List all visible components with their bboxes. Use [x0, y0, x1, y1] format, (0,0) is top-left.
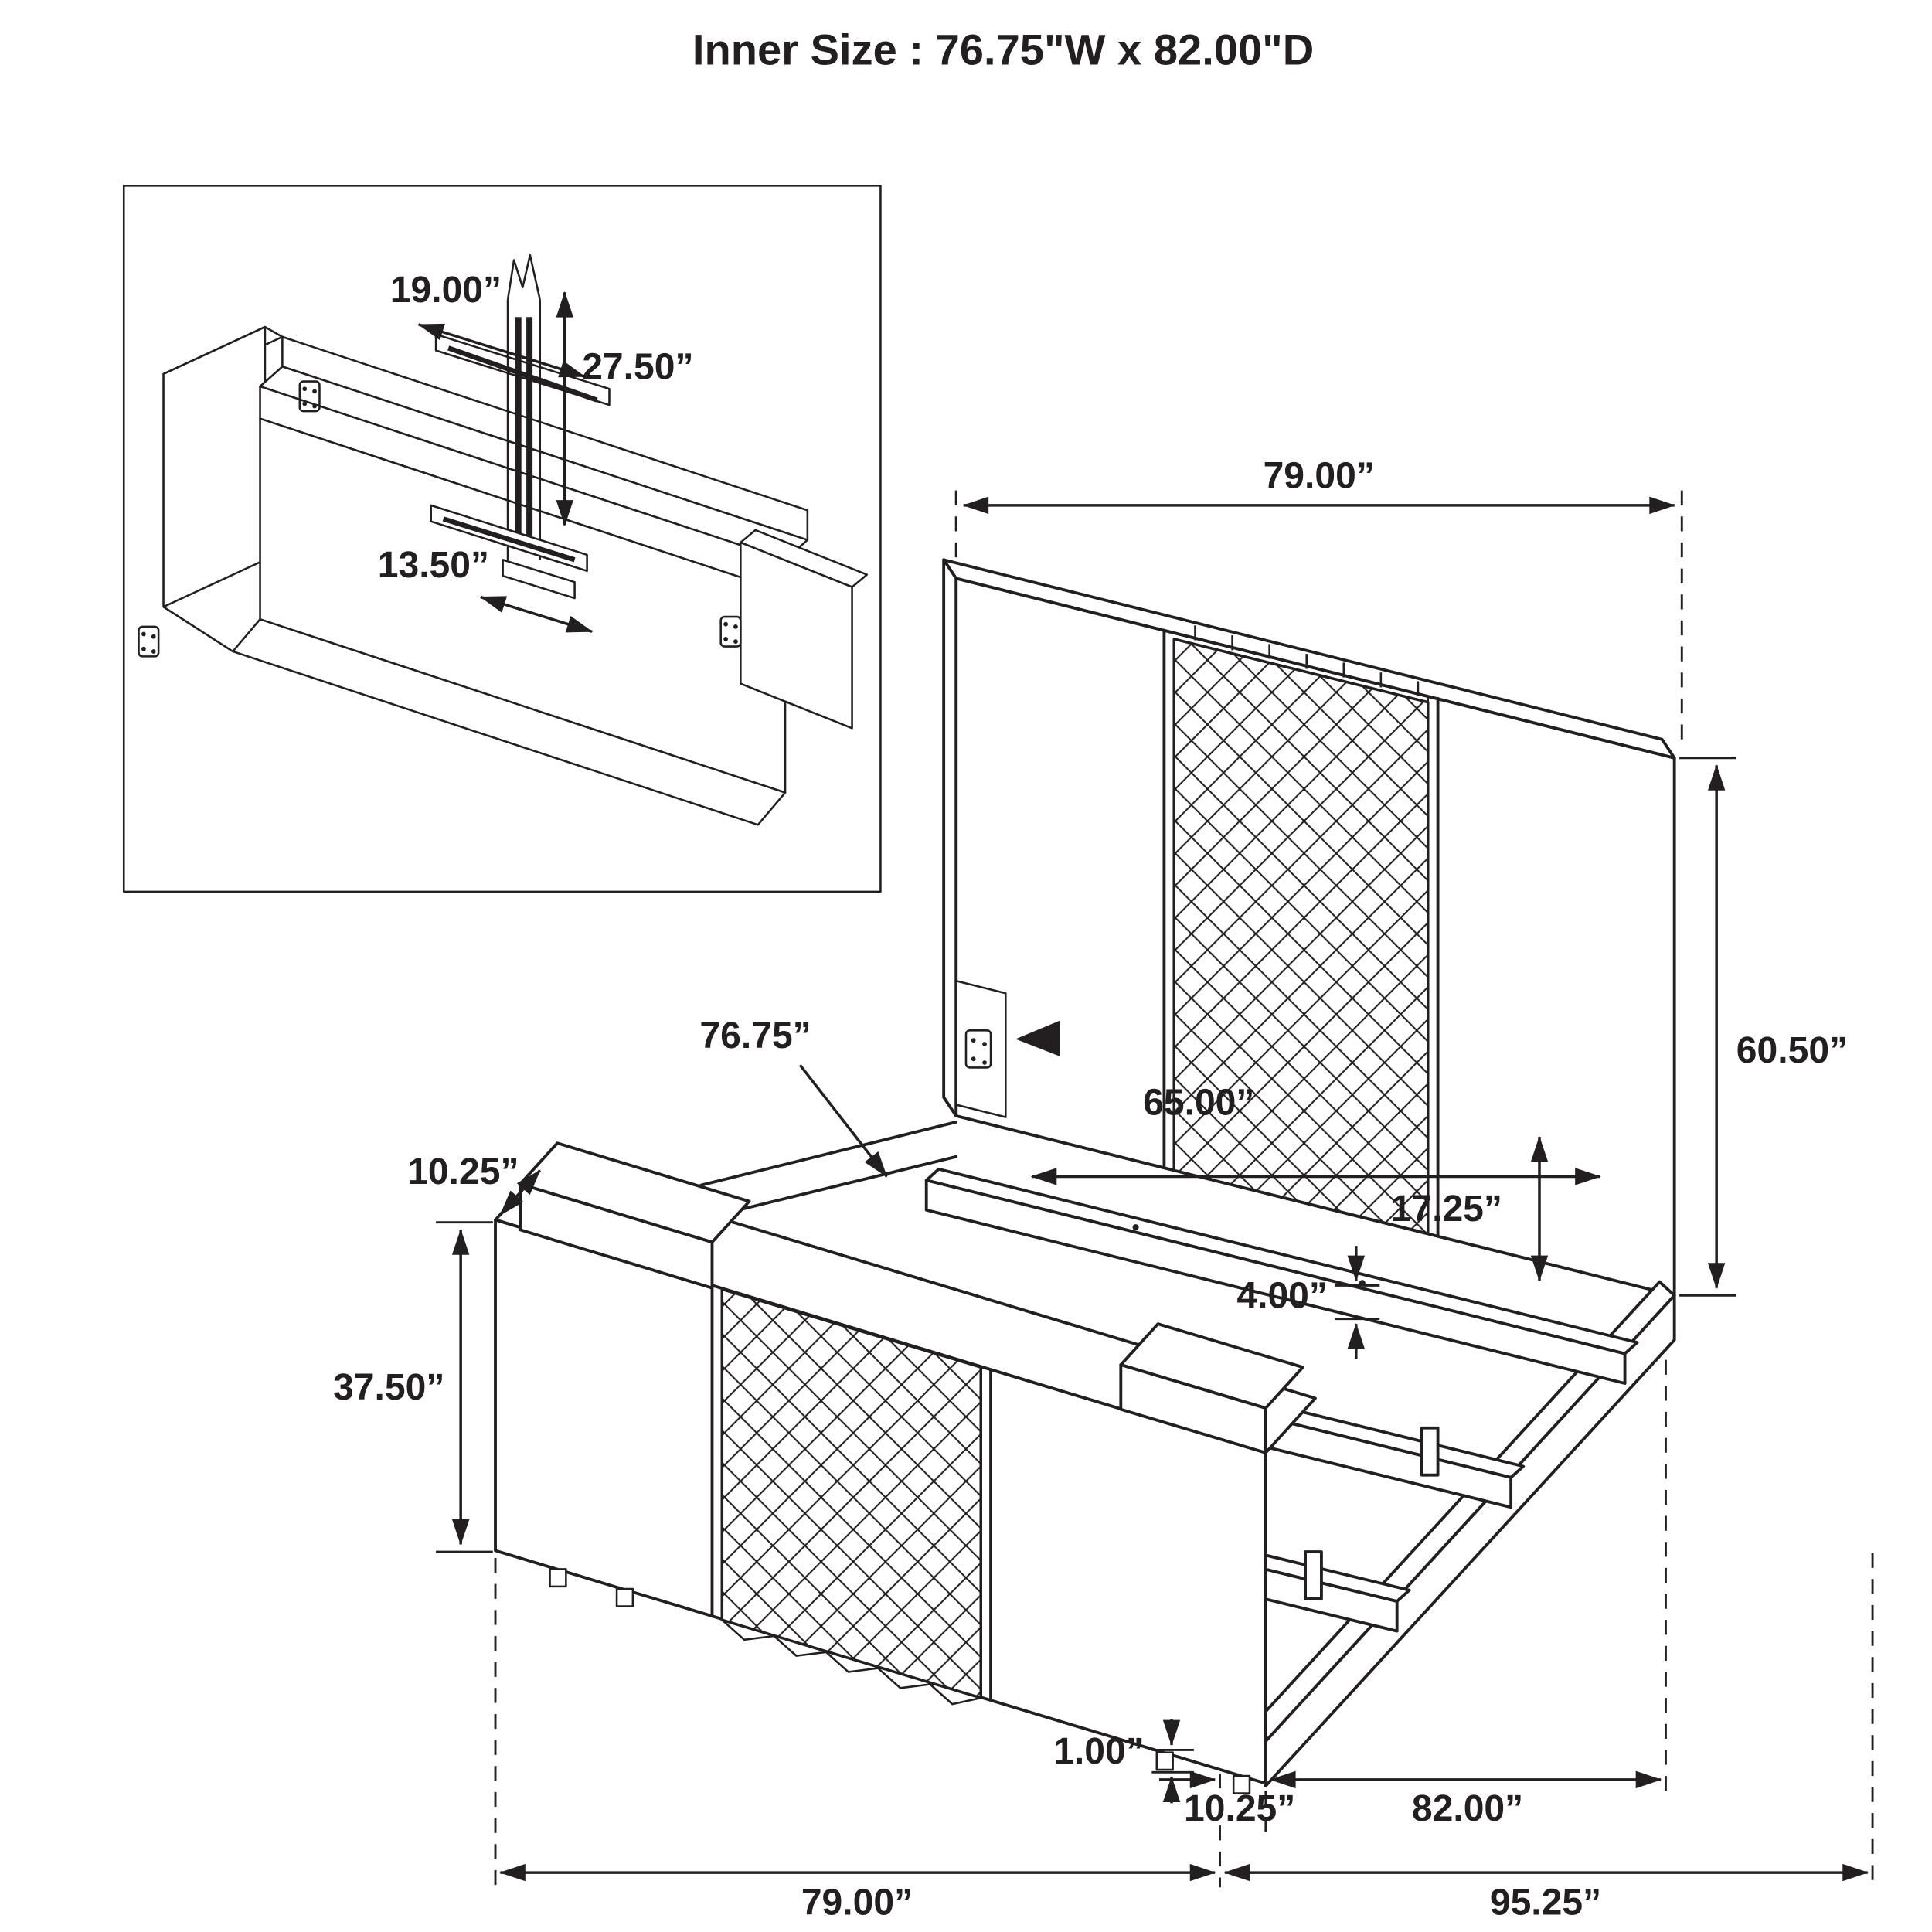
screw-dot — [733, 624, 738, 629]
rail-hook-slot — [954, 979, 1060, 1118]
screw-dot — [723, 621, 728, 627]
screw-dot — [971, 1056, 976, 1062]
dim-label-headboard-width: 79.00” — [1264, 454, 1375, 496]
left-side-rail-bottom-edge — [721, 1155, 958, 1216]
dim-label-slat-length: 76.75” — [699, 1015, 811, 1056]
screw-dot — [733, 639, 738, 645]
screw-dot — [151, 649, 156, 654]
foot — [615, 1587, 634, 1607]
inset-detail-view: 19.00” 27.50” 13.50” — [122, 185, 882, 893]
dim-arrow-lower-bar-width — [479, 595, 594, 633]
dim-label-rail-offset: 10.25” — [1184, 1787, 1295, 1829]
screw-dot — [312, 389, 317, 394]
vertical-bar-slot — [526, 317, 533, 538]
dim-label-footboard-height: 37.50” — [333, 1366, 444, 1408]
dim-label-footboard-top-depth: 10.25” — [407, 1151, 519, 1192]
dimension-annotations: 79.00” 60.50” 76.75” 65.00” 17.25” 4.00”… — [333, 454, 1874, 1923]
hook-slot-recess — [954, 979, 1007, 1118]
hinge-plate — [138, 625, 160, 658]
headboard-side-face — [942, 558, 958, 1117]
headboard-bottom-face — [232, 618, 787, 826]
tufting-pins — [1194, 625, 1420, 696]
screw-dot — [151, 634, 156, 639]
screw-dot — [302, 386, 308, 392]
screw-dot — [312, 403, 317, 409]
screw-dot — [302, 401, 308, 406]
footboard — [494, 1141, 1317, 1794]
vertical-bar-slot — [515, 317, 522, 538]
foot — [549, 1568, 567, 1588]
dim-label-inner-clearance-width: 65.00” — [1143, 1081, 1254, 1123]
dim-label-lower-bar-width: 13.50” — [378, 544, 489, 586]
inset-border — [122, 185, 882, 893]
dim-label-bracket-height: 27.50” — [582, 345, 693, 387]
quilted-scallop-edge — [721, 1619, 981, 1706]
dim-arrow-footboard-top-depth — [499, 1169, 542, 1216]
support-leg — [1304, 1550, 1323, 1600]
feet — [549, 1568, 1251, 1794]
screw-dot — [982, 1060, 987, 1065]
screw-dot — [141, 646, 146, 651]
hinge-plate — [298, 380, 321, 413]
headboard-quilted-panel — [1172, 638, 1430, 1235]
screw-dot — [1132, 1224, 1139, 1231]
dim-label-footboard-width: 79.00” — [801, 1882, 913, 1923]
dim-label-bracket-bar-width: 19.00” — [390, 269, 502, 311]
slat-front-face — [924, 1179, 1627, 1385]
dim-label-inner-depth: 82.00” — [1412, 1787, 1523, 1829]
foot — [1155, 1751, 1174, 1771]
foot — [1232, 1774, 1251, 1794]
dim-label-slat-thickness: 4.00” — [1236, 1274, 1328, 1316]
inset-dimensions: 19.00” 27.50” 13.50” — [378, 269, 694, 633]
dim-label-foot-height: 1.00” — [1053, 1730, 1145, 1772]
page-title: Inner Size : 76.75"W x 82.00"D — [692, 25, 1314, 73]
screw-dot — [141, 631, 146, 637]
hook-bracket-plate — [964, 1029, 992, 1069]
leader-arrow-slat-length — [798, 1064, 888, 1178]
support-leg — [1420, 1426, 1440, 1477]
inset-hinge-hardware — [138, 380, 742, 658]
dim-label-overall-depth: 95.25” — [1490, 1882, 1601, 1923]
bracket-top-tab — [506, 253, 541, 301]
dim-label-headboard-height: 60.50” — [1736, 1029, 1848, 1071]
left-post-front-face — [162, 325, 267, 608]
dim-label-rail-height: 17.25” — [1391, 1188, 1502, 1230]
screw-dot — [982, 1042, 987, 1046]
screw-dot — [971, 1038, 976, 1043]
headboard — [942, 558, 1676, 1298]
slat-1 — [924, 1167, 1639, 1385]
screw-dot — [723, 637, 728, 641]
footboard-right-cap-front — [1119, 1363, 1267, 1454]
panel-edge — [162, 606, 233, 653]
lower-bar-slot — [442, 516, 576, 563]
callout-arrowhead — [1015, 1020, 1060, 1056]
left-side-rail-top-edge — [699, 1121, 958, 1187]
hinge-plate — [719, 615, 742, 648]
